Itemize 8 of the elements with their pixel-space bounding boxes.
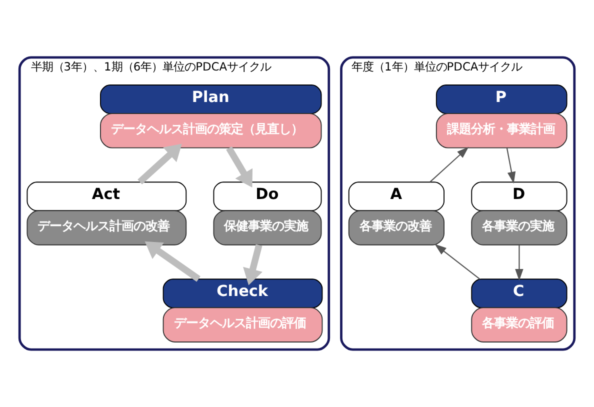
arrow xyxy=(430,146,469,182)
arrow xyxy=(434,244,480,280)
arrow xyxy=(144,241,200,282)
arrow xyxy=(515,245,524,281)
arrow xyxy=(226,146,253,188)
arrow xyxy=(138,144,182,184)
arrow xyxy=(243,244,262,286)
arrow xyxy=(506,148,516,184)
